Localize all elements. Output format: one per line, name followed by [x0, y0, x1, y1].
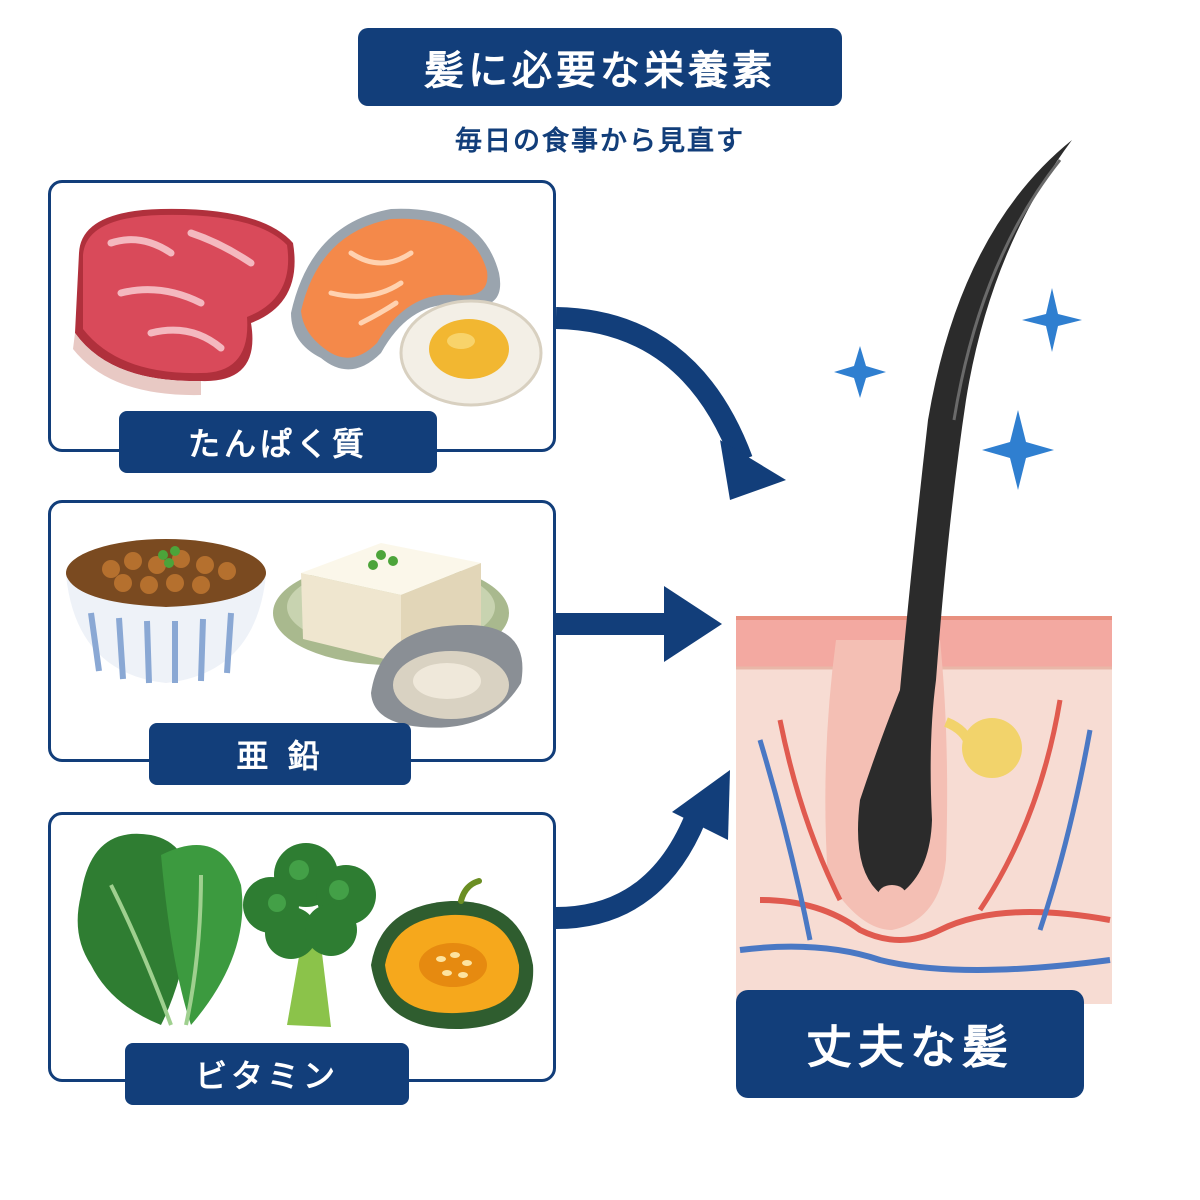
spinach-icon	[77, 833, 243, 1026]
sparkle-icon	[834, 346, 886, 398]
boiled-egg-icon	[399, 299, 543, 407]
oyster-icon	[371, 624, 523, 728]
sparkle-icon	[1022, 288, 1082, 352]
nutrient-label-zinc: 亜 鉛	[149, 723, 411, 785]
broccoli-icon	[243, 843, 376, 1027]
arrow-vitamin	[555, 770, 730, 929]
page-title: 髪に必要な栄養素	[358, 28, 842, 106]
hair-strand-illustration	[858, 140, 1072, 905]
natto-icon	[66, 539, 266, 684]
page-title-text: 髪に必要な栄養素	[424, 48, 776, 94]
pumpkin-icon	[371, 878, 534, 1030]
nutrient-panel-protein: たんぱく質	[48, 180, 556, 473]
result-label: 丈夫な髪	[736, 990, 1084, 1098]
sebaceous-gland	[943, 717, 1022, 778]
nutrient-label-vitamin: ビタミン	[125, 1043, 409, 1105]
page-subtitle: 毎日の食事から見直す	[455, 125, 745, 157]
meat-icon	[73, 208, 295, 396]
salmon-icon	[291, 208, 501, 370]
nutrient-label-protein: たんぱく質	[119, 411, 437, 473]
nutrient-panel-zinc: 亜 鉛	[48, 500, 556, 785]
nutrient-panel-vitamin: ビタミン	[48, 812, 556, 1105]
sparkle-icon	[982, 410, 1054, 490]
arrow-protein	[555, 307, 786, 500]
arrow-zinc	[556, 586, 722, 662]
